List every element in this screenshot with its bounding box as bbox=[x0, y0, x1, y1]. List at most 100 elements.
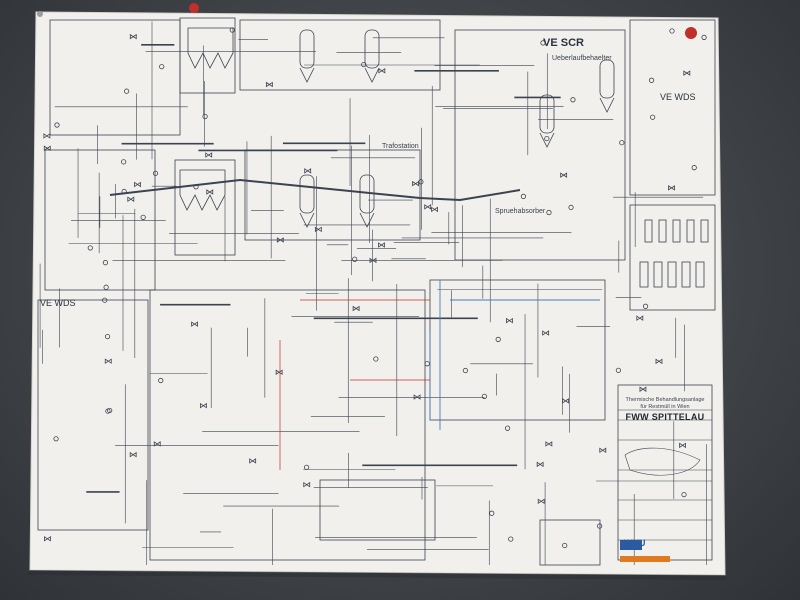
label-ueberlauf: Ueberlaufbehaelter bbox=[552, 55, 612, 62]
valve-symbol bbox=[536, 461, 544, 468]
diagram-frame bbox=[179, 17, 236, 94]
instrument-symbol bbox=[546, 209, 552, 216]
instrument-symbol bbox=[352, 256, 358, 262]
vessel-cone bbox=[359, 212, 375, 228]
instrument-symbol bbox=[121, 159, 127, 165]
title-block-line2: für Restmüll in Wien bbox=[640, 404, 690, 410]
instrument-symbol bbox=[361, 61, 367, 68]
title-block-plant-name: FWW SPITTELAU bbox=[625, 412, 705, 422]
instrument-symbol bbox=[495, 336, 501, 342]
valve-symbol bbox=[636, 315, 644, 321]
instrument-symbol bbox=[568, 204, 574, 211]
valve-symbol bbox=[599, 447, 607, 454]
instrument-symbol bbox=[107, 407, 113, 414]
storage-tank bbox=[639, 261, 649, 288]
company-logo: WKU bbox=[624, 538, 646, 548]
valve-symbol bbox=[655, 358, 663, 365]
diagram-frame bbox=[319, 479, 436, 541]
storage-tank bbox=[672, 219, 681, 243]
storage-tank bbox=[644, 219, 653, 243]
instrument-symbol bbox=[481, 393, 488, 399]
valve-symbol bbox=[191, 321, 199, 327]
diagram-frame bbox=[629, 204, 716, 311]
valve-symbol bbox=[200, 402, 207, 409]
vessel-cone bbox=[364, 67, 380, 83]
valve-symbol bbox=[413, 394, 421, 400]
colored-pipe-blue bbox=[429, 280, 600, 430]
valve-symbol bbox=[537, 498, 545, 505]
instrument-symbol bbox=[424, 361, 430, 367]
valve-symbol bbox=[542, 330, 550, 336]
vessel-shape bbox=[299, 174, 315, 214]
storage-tank bbox=[700, 219, 709, 243]
valve-symbol bbox=[683, 70, 691, 76]
instrument-symbol bbox=[104, 333, 111, 340]
storage-tank bbox=[667, 261, 677, 288]
instrument-symbol bbox=[229, 27, 235, 33]
main-duct bbox=[109, 178, 521, 202]
piping-diagram bbox=[37, 17, 716, 566]
vessel-shape bbox=[599, 59, 615, 99]
vessel-cone bbox=[539, 132, 555, 148]
diagram-frame bbox=[37, 299, 149, 531]
instrument-symbol bbox=[648, 77, 655, 83]
instrument-symbol bbox=[650, 114, 656, 120]
section-label-ve-wds-left: VE WDS bbox=[40, 298, 76, 308]
colored-pipe-red bbox=[279, 299, 430, 470]
pin-top-left-edge bbox=[37, 11, 43, 17]
storage-tank bbox=[658, 219, 667, 243]
instrument-symbol bbox=[701, 34, 707, 40]
valve-symbol bbox=[205, 152, 213, 158]
valve-symbol bbox=[506, 317, 513, 324]
pin-top-right bbox=[685, 27, 697, 39]
valve-symbol bbox=[43, 145, 51, 151]
valve-symbol bbox=[303, 481, 311, 488]
instrument-symbol bbox=[87, 245, 93, 251]
valve-symbol bbox=[545, 441, 553, 447]
site-map-sketch bbox=[624, 447, 701, 476]
valve-symbol bbox=[265, 81, 273, 88]
instrument-symbol bbox=[597, 523, 603, 529]
valve-symbol bbox=[378, 242, 385, 248]
valve-symbol bbox=[249, 458, 257, 464]
storage-tank bbox=[681, 261, 691, 288]
instrument-symbol bbox=[140, 214, 146, 220]
storage-tank bbox=[653, 261, 663, 288]
instrument-symbol bbox=[691, 165, 697, 171]
valve-symbol bbox=[304, 168, 312, 174]
diagram-frame bbox=[454, 29, 626, 261]
instrument-symbol bbox=[53, 436, 59, 442]
valve-symbol bbox=[314, 226, 322, 233]
diagram-frame bbox=[539, 519, 601, 566]
instrument-symbol bbox=[462, 367, 468, 374]
instrument-symbol bbox=[562, 542, 568, 549]
section-label-ve-wds-right: VE WDS bbox=[660, 92, 696, 102]
storage-tank bbox=[695, 261, 705, 288]
valve-symbol bbox=[639, 386, 647, 392]
instrument-symbol bbox=[102, 260, 109, 266]
valve-symbol bbox=[134, 181, 141, 188]
title-block: Thermische Behandlungsanlage für Restmül… bbox=[618, 385, 712, 560]
valve-symbol bbox=[129, 451, 137, 458]
valve-symbol bbox=[668, 185, 675, 191]
instrument-symbol bbox=[489, 510, 495, 516]
instrument-symbol bbox=[615, 367, 621, 373]
instrument-symbol bbox=[520, 193, 527, 199]
instrument-symbol bbox=[570, 97, 576, 103]
valve-symbol bbox=[276, 237, 284, 243]
valve-symbol bbox=[560, 172, 568, 178]
diagram-frame bbox=[629, 19, 716, 196]
pin-top-left bbox=[189, 3, 199, 13]
instrument-symbol bbox=[504, 425, 511, 431]
instrument-symbol bbox=[103, 284, 109, 290]
section-label-ve-scr: VE SCR bbox=[543, 37, 584, 49]
logo-orange-strip bbox=[620, 556, 670, 562]
instrument-symbol bbox=[152, 170, 159, 176]
instrument-symbol bbox=[304, 464, 310, 470]
instrument-symbol bbox=[508, 536, 514, 542]
valve-symbol bbox=[679, 442, 686, 449]
instrument-symbol bbox=[418, 179, 424, 185]
diagram-frame bbox=[239, 19, 441, 91]
instrument-symbol bbox=[102, 297, 108, 303]
